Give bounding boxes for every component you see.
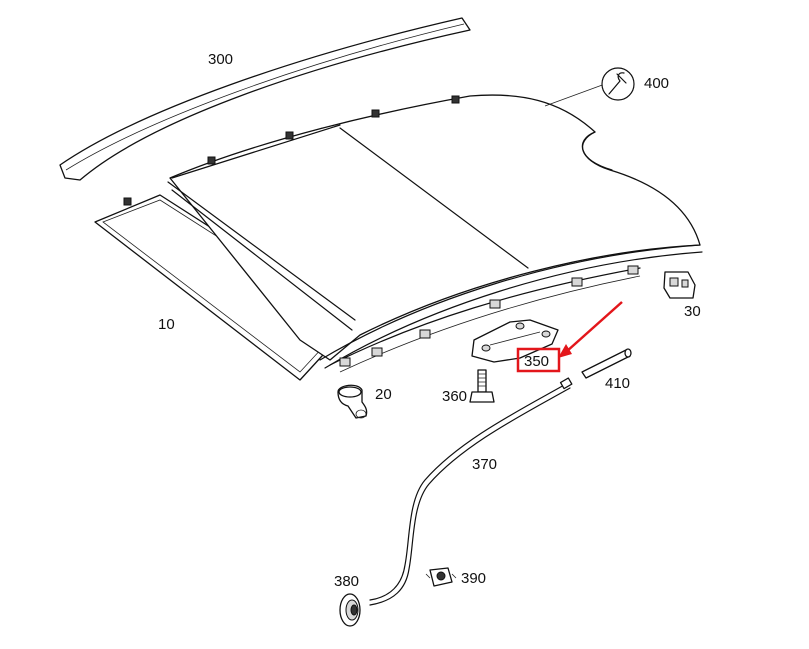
part-350-hinge[interactable]	[471, 319, 559, 363]
label-370: 370	[472, 456, 497, 473]
underside-clips	[339, 265, 639, 367]
label-350: 350	[524, 353, 549, 370]
label-390: 390	[461, 570, 486, 587]
part-360-bolt[interactable]	[469, 369, 495, 403]
label-380: 380	[334, 573, 359, 590]
label-300: 300	[208, 51, 233, 68]
label-400: 400	[644, 75, 669, 92]
part-380-grommet[interactable]	[339, 593, 361, 627]
hood-body[interactable]	[123, 94, 703, 373]
label-410: 410	[605, 375, 630, 392]
label-30: 30	[684, 303, 701, 320]
part-300-seal-strip[interactable]	[59, 17, 471, 181]
part-labels: 300 400 10 30 20 350 360 410 370 380 390	[158, 51, 701, 590]
label-10: 10	[158, 316, 175, 333]
part-400-callout	[544, 67, 635, 107]
part-370-hose[interactable]	[369, 377, 573, 606]
edge-clips	[123, 95, 460, 206]
highlight-350	[516, 301, 623, 373]
part-410-tube[interactable]	[581, 348, 632, 379]
part-30-bracket[interactable]	[663, 271, 696, 299]
label-20: 20	[375, 386, 392, 403]
part-20-elbow[interactable]	[337, 384, 368, 419]
red-arrow	[565, 301, 623, 353]
label-360: 360	[442, 388, 467, 405]
part-390-clip[interactable]	[425, 567, 457, 587]
highlight-box	[516, 347, 561, 373]
